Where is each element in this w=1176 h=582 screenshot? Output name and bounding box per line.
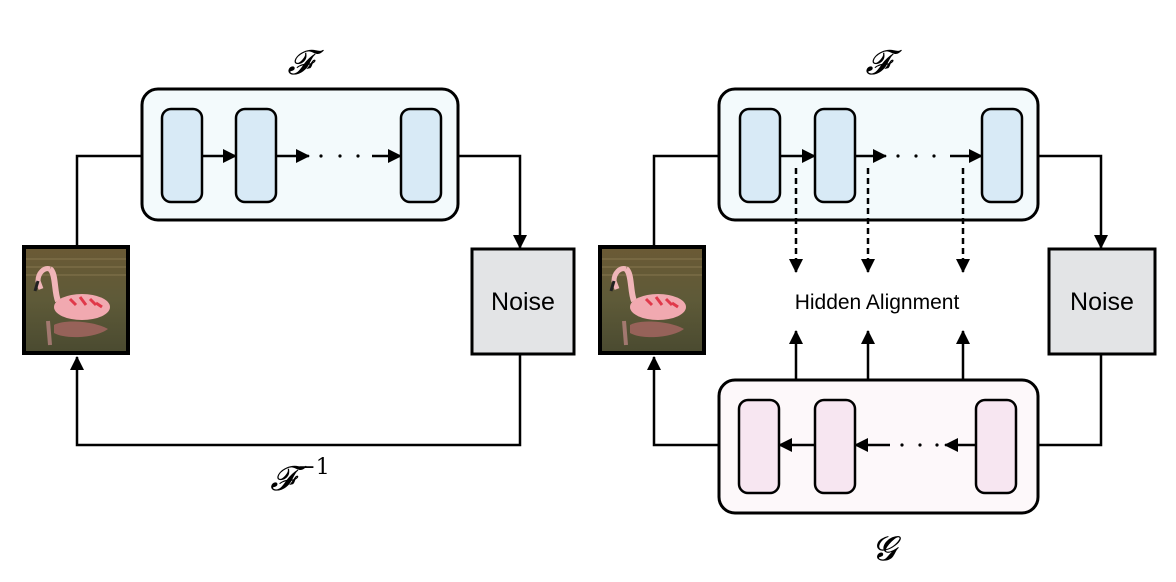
encoder-label-left: 𝓕 [287, 43, 324, 83]
noise-box-right [1047, 247, 1157, 356]
decoder-label: 𝓖 [872, 529, 901, 569]
decoder-block [813, 398, 857, 495]
inverse-wire [70, 354, 522, 447]
encoder-block [399, 107, 443, 204]
hidden-alignment-label: Hidden Alignment [795, 291, 960, 314]
noise-label-left: Noise [491, 288, 555, 316]
decoder-container [717, 378, 1040, 515]
decoder-block [974, 398, 1018, 495]
output-wire [1038, 154, 1108, 249]
right-panel: 𝓕 Hidden Alignment 𝓖 [600, 43, 1157, 569]
encoder-block [160, 107, 204, 204]
input-wire [652, 154, 719, 245]
encoder-block [738, 107, 782, 204]
flamingo-image [600, 247, 704, 353]
noise-box-left [470, 247, 576, 356]
noise-label-right: Noise [1070, 288, 1134, 316]
inverse-label: 𝓕−1 [270, 455, 330, 499]
noise-to-decoder-wire [1038, 354, 1103, 447]
output-wire [458, 154, 527, 249]
left-panel: 𝓕 Noise 𝓕−1 [24, 43, 576, 499]
ellipsis-dots [900, 443, 939, 447]
decoder-to-image-wire [647, 356, 719, 447]
encoder-label-right: 𝓕 [865, 43, 902, 83]
ellipsis-dots [319, 154, 360, 158]
flamingo-image [24, 247, 128, 353]
encoder-block [980, 107, 1024, 204]
decoder-block [737, 398, 781, 495]
encoder-block [234, 107, 278, 204]
input-wire [75, 154, 142, 245]
encoder-block [813, 107, 857, 204]
ellipsis-dots [896, 154, 936, 158]
